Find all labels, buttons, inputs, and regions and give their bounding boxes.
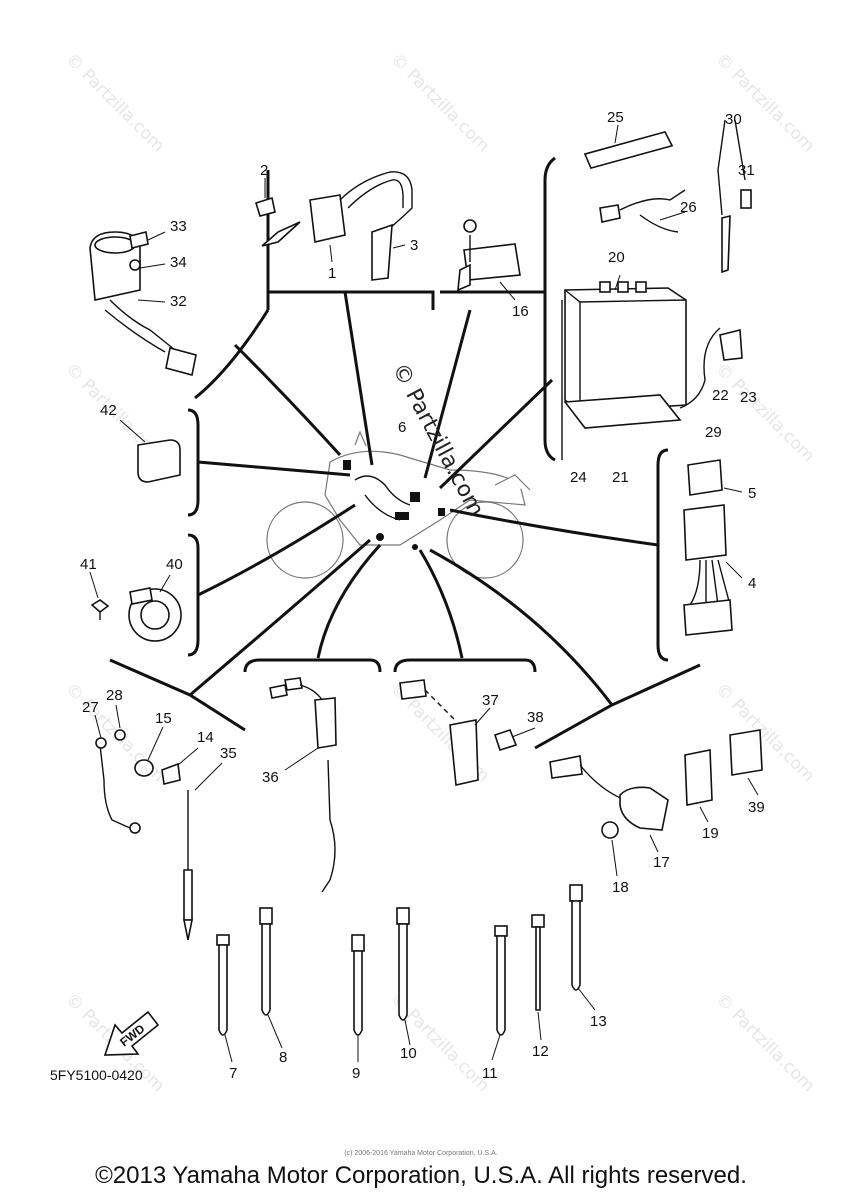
callout-42: 42 xyxy=(100,402,117,419)
watermark: © Partzilla.com xyxy=(386,49,493,156)
callout-24: 24 xyxy=(570,469,587,486)
horn-group xyxy=(89,571,182,642)
main-switch-group xyxy=(89,231,197,376)
sensor-37-38 xyxy=(399,679,536,786)
callout-numbers: 1 2 3 4 5 6 7 8 9 10 11 12 13 14 15 16 1… xyxy=(80,109,765,1082)
callout-4: 4 xyxy=(748,575,756,592)
callout-8: 8 xyxy=(279,1049,287,1066)
callout-10: 10 xyxy=(400,1045,417,1062)
callout-31: 31 xyxy=(738,162,755,179)
callout-3: 3 xyxy=(410,237,418,254)
callout-33: 33 xyxy=(170,218,187,235)
radial-leaders xyxy=(189,291,659,706)
watermark: © Partzilla.com xyxy=(711,49,818,156)
callout-18: 18 xyxy=(612,879,629,896)
motorcycle-outline xyxy=(266,430,531,579)
callout-36: 36 xyxy=(262,769,279,786)
copyright-footer: ©2013 Yamaha Motor Corporation, U.S.A. A… xyxy=(95,1162,747,1189)
callout-29: 29 xyxy=(705,424,722,441)
callout-23: 23 xyxy=(740,389,757,406)
relay-group-4-5 xyxy=(683,459,743,636)
switch-36 xyxy=(269,677,337,893)
callout-9: 9 xyxy=(352,1065,360,1082)
callout-13: 13 xyxy=(590,1013,607,1030)
harness-connectors xyxy=(343,460,445,550)
relay-42 xyxy=(119,419,181,483)
callout-30: 30 xyxy=(725,111,742,128)
starter-relay-group xyxy=(549,729,763,877)
callout-16: 16 xyxy=(512,303,529,320)
callout-6: 6 xyxy=(398,419,406,436)
diagram-code: 5FY5100-0420 xyxy=(50,1067,143,1083)
group-brackets xyxy=(109,156,701,750)
callout-28: 28 xyxy=(106,687,123,704)
callout-7: 7 xyxy=(229,1065,237,1082)
callout-41: 41 xyxy=(80,556,97,573)
watermark: © Partzilla.com xyxy=(711,679,818,786)
callout-39: 39 xyxy=(748,799,765,816)
callout-35: 35 xyxy=(220,745,237,762)
callout-17: 17 xyxy=(653,854,670,871)
callout-19: 19 xyxy=(702,825,719,842)
callout-14: 14 xyxy=(197,729,214,746)
callout-15: 15 xyxy=(155,710,172,727)
callout-12: 12 xyxy=(532,1043,549,1060)
fwd-arrow: FWD xyxy=(103,1010,160,1056)
callout-2: 2 xyxy=(260,162,268,179)
callout-38: 38 xyxy=(527,709,544,726)
ignition-coil-group xyxy=(255,171,413,281)
watermark: © Partzilla.com xyxy=(61,49,168,156)
watermark: © Partzilla.com xyxy=(711,989,818,1096)
callout-1: 1 xyxy=(328,265,336,282)
rectifier-group xyxy=(457,219,521,301)
callout-37: 37 xyxy=(482,692,499,709)
callout-26: 26 xyxy=(680,199,697,216)
callout-20: 20 xyxy=(608,249,625,266)
callout-32: 32 xyxy=(170,293,187,310)
callout-34: 34 xyxy=(170,254,187,271)
cable-ties-group xyxy=(216,884,596,1063)
watermark: © Partzilla.com xyxy=(711,359,818,466)
copyright-small: (c) 2006-2016 Yamaha Motor Corporation, … xyxy=(344,1150,498,1157)
ground-lead-group xyxy=(94,704,223,941)
callout-22: 22 xyxy=(712,387,729,404)
battery-group xyxy=(561,119,752,460)
callout-21: 21 xyxy=(612,469,629,486)
callout-27: 27 xyxy=(82,699,99,716)
callout-5: 5 xyxy=(748,485,756,502)
callout-25: 25 xyxy=(607,109,624,126)
callout-11: 11 xyxy=(482,1065,498,1082)
callout-40: 40 xyxy=(166,556,183,573)
